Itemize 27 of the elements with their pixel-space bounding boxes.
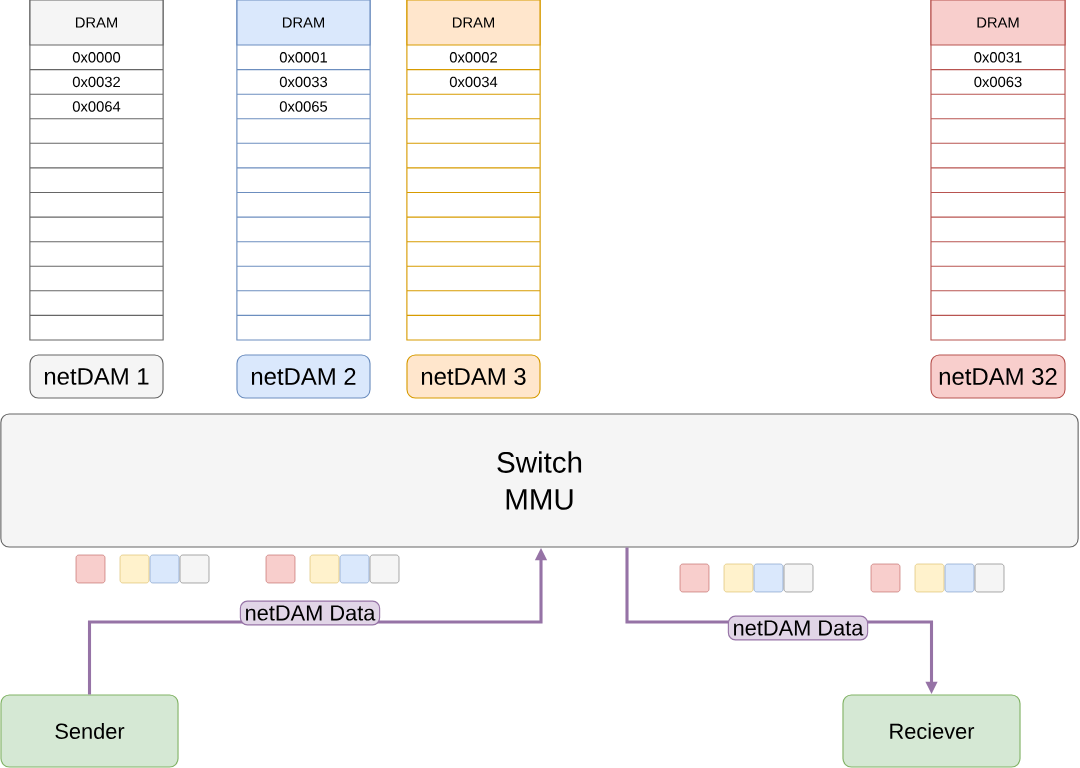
device-label-box: netDAM 1	[29, 354, 164, 399]
memory-table	[930, 0, 1066, 341]
device-label-box: netDAM 2	[236, 354, 371, 399]
table-cell: 0x0001	[279, 52, 327, 63]
table-cell: 0x0064	[72, 101, 121, 112]
device-label-box: netDAM 3	[406, 354, 541, 399]
edge-label: netDAM Data	[246, 605, 376, 621]
table-cell: 0x0032	[72, 76, 120, 88]
host-box: Sender	[0, 694, 179, 768]
table-header: DRAM	[453, 17, 494, 28]
table-cell: 0x0034	[449, 76, 498, 88]
table-cell: 0x0031	[974, 52, 1022, 63]
table-cell: 0x0063	[974, 76, 1022, 88]
host-box: Reciever	[842, 694, 1021, 768]
edge-label: netDAM Data	[734, 620, 864, 636]
table-cell: 0x0033	[279, 76, 328, 88]
switch-box: Switch MMU	[0, 413, 1079, 548]
table-cell: 0x0002	[449, 52, 497, 63]
memory-table	[29, 0, 164, 341]
table-cell: 0x0000	[72, 52, 121, 63]
memory-table	[236, 0, 371, 341]
device-label-box: netDAM 32	[930, 354, 1066, 399]
table-header: DRAM	[977, 17, 1019, 28]
table-cell: 0x0065	[279, 101, 328, 112]
table-header: DRAM	[283, 17, 324, 28]
memory-table	[406, 0, 541, 341]
table-header: DRAM	[76, 17, 117, 28]
